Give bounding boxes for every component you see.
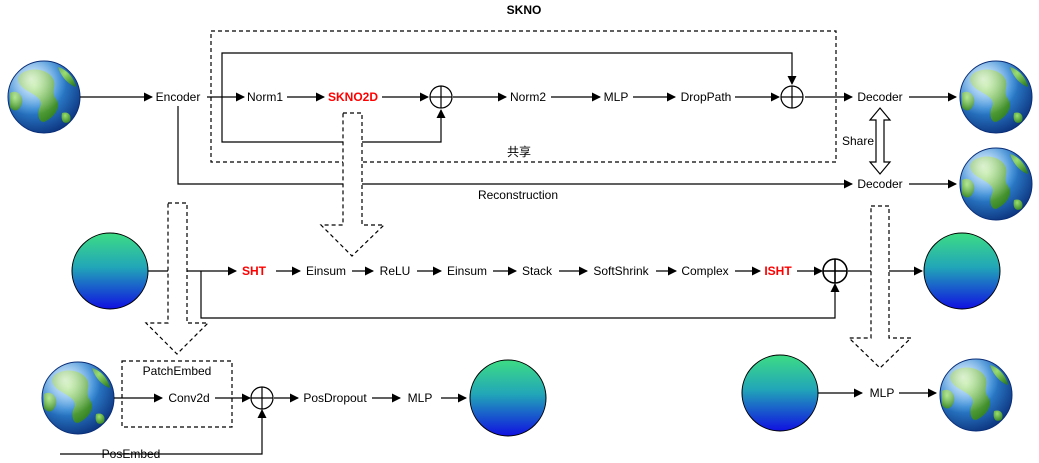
softshrink-label: SoftShrink — [593, 264, 649, 278]
patchembed-mlp-label: MLP — [408, 391, 433, 405]
input-globe-icon — [7, 60, 81, 134]
spectral-output-sphere-icon — [923, 232, 1001, 310]
share-double-arrow-icon — [868, 107, 892, 175]
mlp-top-label: MLP — [604, 90, 629, 104]
patchembed-output-sphere-icon — [469, 359, 547, 437]
decoder-input-sphere-icon — [741, 354, 819, 432]
norm1-label: Norm1 — [247, 90, 283, 104]
decoder-output-globe-icon — [939, 358, 1013, 432]
spectral-add-icon — [822, 258, 848, 284]
decoder-expand-arrow-icon — [847, 205, 913, 369]
conv2d-label: Conv2d — [168, 391, 209, 405]
output-globe-icon — [959, 60, 1033, 134]
decoder-reconstruction-label: Decoder — [857, 177, 902, 191]
einsum2-label: Einsum — [447, 264, 487, 278]
decoder-label: Decoder — [857, 90, 902, 104]
posembed-add-icon — [250, 386, 274, 410]
einsum1-label: Einsum — [306, 264, 346, 278]
patchembed-container — [121, 360, 233, 428]
relu-label: ReLU — [380, 264, 411, 278]
skno2d-label: SKNO2D — [328, 90, 378, 104]
droppath-label: DropPath — [681, 90, 732, 104]
residual-add-2-icon — [780, 85, 804, 109]
diagram-title: SKNO — [507, 3, 542, 17]
skno2d-expand-arrow-icon — [319, 112, 386, 257]
encoder-expand-arrow-icon — [144, 202, 210, 355]
sht-label: SHT — [242, 264, 267, 278]
spectral-input-sphere-icon — [71, 232, 149, 310]
stack-label: Stack — [522, 264, 553, 278]
shared-note-label: 共享 — [507, 144, 531, 159]
posdropout-label: PosDropout — [303, 391, 367, 405]
norm2-label: Norm2 — [510, 90, 546, 104]
patchembed-input-globe-icon — [41, 361, 115, 435]
share-label: Share — [842, 134, 874, 148]
encoder-label: Encoder — [156, 90, 201, 104]
complex-label: Complex — [681, 264, 728, 278]
reconstruction-label: Reconstruction — [478, 188, 558, 202]
reconstruction-globe-icon — [959, 147, 1033, 221]
residual-add-1-icon — [429, 85, 453, 109]
posembed-label: PosEmbed — [102, 447, 161, 461]
patchembed-label: PatchEmbed — [143, 364, 212, 378]
decoder-mlp-label: MLP — [870, 386, 895, 400]
isht-label: ISHT — [764, 264, 792, 278]
